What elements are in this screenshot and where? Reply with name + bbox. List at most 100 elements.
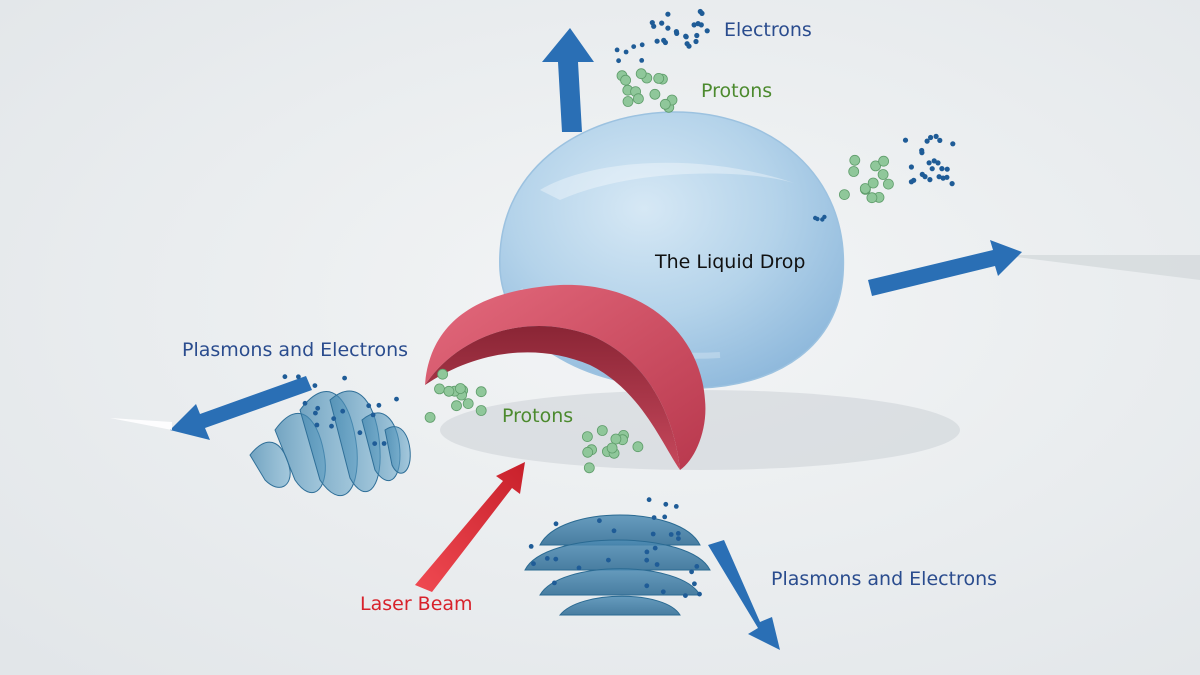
electron-dot bbox=[606, 557, 611, 563]
proton-dot bbox=[848, 166, 860, 177]
electron-dot bbox=[340, 408, 346, 414]
electron-dot bbox=[693, 38, 699, 45]
electron-dot bbox=[372, 441, 378, 446]
electron-dot bbox=[694, 32, 700, 39]
electron-dot bbox=[926, 160, 932, 166]
electron-dot bbox=[553, 556, 559, 562]
electron-dot bbox=[665, 25, 671, 31]
electron-dot bbox=[950, 141, 956, 147]
electron-dot bbox=[381, 441, 387, 446]
electron-dot bbox=[313, 410, 318, 416]
proton-dot bbox=[596, 425, 608, 436]
electron-dot bbox=[698, 22, 704, 28]
electron-dot bbox=[329, 423, 334, 429]
plasmon-waves-bottom bbox=[524, 514, 711, 616]
plasmons-bottom-label: Plasmons and Electrons bbox=[771, 568, 998, 590]
electron-dot bbox=[576, 565, 582, 571]
electron-dot bbox=[822, 214, 827, 220]
streak-shadow bbox=[1000, 255, 1200, 280]
electron-dot bbox=[683, 34, 689, 40]
electron-dot bbox=[676, 536, 681, 541]
laser-beam-arrow bbox=[415, 462, 525, 592]
electron-dot bbox=[314, 422, 320, 428]
electron-dot bbox=[623, 49, 629, 55]
proton-dot bbox=[635, 68, 647, 80]
proton-dot bbox=[475, 405, 487, 416]
electron-dot bbox=[614, 47, 620, 53]
proton-dot bbox=[583, 462, 595, 474]
electron-dot bbox=[689, 569, 694, 575]
proton-dot bbox=[866, 192, 878, 204]
electron-dot bbox=[654, 38, 660, 44]
electron-dot bbox=[704, 28, 710, 34]
proton-dot bbox=[632, 441, 644, 453]
proton-dot bbox=[454, 383, 466, 394]
pressure-shell bbox=[425, 284, 706, 470]
electron-dot bbox=[644, 557, 650, 563]
plasmons-left-label: Plasmons and Electrons bbox=[182, 339, 409, 361]
electron-dot bbox=[691, 22, 697, 28]
electron-dot bbox=[660, 589, 666, 595]
electrons-label: Electrons bbox=[724, 19, 812, 41]
electron-dot bbox=[331, 416, 337, 421]
electron-dot bbox=[639, 58, 645, 63]
electron-dot bbox=[651, 515, 657, 520]
electron-dot bbox=[650, 531, 656, 537]
electron-dot bbox=[366, 403, 372, 409]
electron-dot bbox=[662, 39, 669, 46]
electron-dot bbox=[673, 29, 680, 35]
electron-dot bbox=[699, 10, 705, 16]
electron-dot bbox=[611, 528, 617, 534]
proton-dot bbox=[610, 433, 622, 445]
electron-dot bbox=[312, 383, 318, 388]
electron-dot bbox=[357, 430, 363, 436]
electron-dot bbox=[939, 166, 945, 172]
electron-dot bbox=[944, 166, 950, 172]
protons-top-label: Protons bbox=[701, 80, 773, 102]
electron-dot bbox=[673, 504, 679, 509]
proton-dot bbox=[883, 178, 894, 190]
electron-dot bbox=[644, 549, 650, 555]
electron-dot bbox=[597, 518, 602, 524]
liquid-drop-label: The Liquid Drop bbox=[655, 251, 806, 273]
proton-dot bbox=[849, 154, 861, 166]
electron-dot bbox=[616, 58, 621, 64]
electron-particles bbox=[282, 8, 956, 598]
electron-dot bbox=[928, 134, 934, 141]
proton-dot bbox=[462, 398, 474, 410]
proton-dot bbox=[620, 74, 631, 86]
proton-dot bbox=[475, 386, 487, 398]
electron-dot bbox=[528, 544, 534, 549]
electron-dot bbox=[652, 545, 658, 551]
electron-dot bbox=[651, 23, 657, 29]
proton-dot bbox=[434, 383, 445, 395]
electron-dot bbox=[544, 556, 550, 561]
electron-dot bbox=[296, 374, 301, 380]
electron-dot bbox=[908, 164, 915, 170]
electron-dot bbox=[663, 501, 669, 507]
light-streak bbox=[110, 418, 172, 430]
arrow-right bbox=[868, 240, 1022, 296]
electron-dot bbox=[935, 160, 941, 166]
electron-dot bbox=[924, 138, 930, 144]
blue-arrows bbox=[170, 28, 1022, 650]
electron-dot bbox=[553, 521, 559, 527]
electron-dot bbox=[919, 147, 925, 154]
electron-dot bbox=[694, 564, 700, 569]
arrow-left bbox=[170, 376, 312, 440]
electron-dot bbox=[665, 11, 671, 17]
electron-dot bbox=[692, 581, 697, 587]
electron-dot bbox=[675, 531, 681, 536]
arrow-up bbox=[542, 28, 594, 132]
electron-dot bbox=[342, 375, 347, 381]
proton-dot bbox=[582, 431, 593, 443]
proton-dot bbox=[653, 73, 665, 84]
proton-dot bbox=[633, 93, 644, 105]
electron-dot bbox=[376, 402, 382, 408]
electron-dot bbox=[662, 514, 668, 520]
electron-dot bbox=[370, 412, 376, 418]
electron-dot bbox=[922, 174, 928, 180]
electron-dot bbox=[644, 583, 650, 589]
proton-dot bbox=[622, 96, 634, 107]
